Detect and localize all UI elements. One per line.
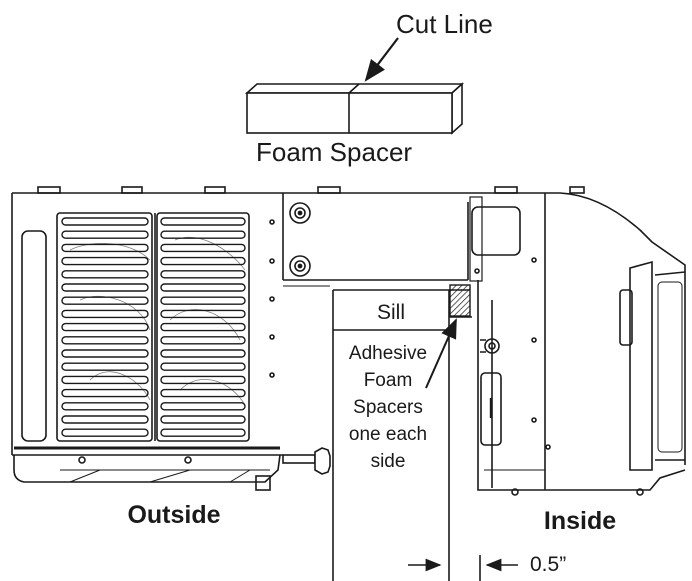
ac-outside-housing <box>11 186 284 491</box>
mount-bolt-lower <box>289 255 311 277</box>
grille-louver <box>61 349 149 358</box>
adhesive-line-4: one each <box>349 424 427 445</box>
grille-louver <box>160 388 246 398</box>
grille-louver <box>160 283 246 292</box>
ac-chassis-top <box>283 186 545 287</box>
outside-grille <box>56 212 250 442</box>
grille-louver <box>61 256 149 266</box>
inside-label: Inside <box>544 507 616 535</box>
grille-louver <box>160 336 246 345</box>
gap-dimension <box>408 555 518 581</box>
grille-louver <box>61 309 149 319</box>
cut-line-label: Cut Line <box>396 9 493 39</box>
adhesive-foam-spacer <box>449 284 471 317</box>
grille-louver <box>160 375 246 385</box>
adhesive-line-5: side <box>371 451 406 472</box>
grille-louver <box>160 349 246 358</box>
grille-louver <box>61 336 149 345</box>
grille-louver <box>160 402 246 411</box>
grille-louver <box>160 415 246 424</box>
adhesive-pointer <box>425 318 457 389</box>
grille-louver <box>61 243 149 253</box>
grille-louver <box>61 296 149 305</box>
grille-louver <box>160 243 246 253</box>
grille-louver <box>61 283 149 292</box>
grille-louver <box>160 362 246 371</box>
grille-louver <box>61 388 149 398</box>
foam-spacer-block <box>244 82 465 135</box>
grille-louver <box>160 230 246 239</box>
ac-inside-housing <box>471 186 686 496</box>
grille-louver <box>61 402 149 411</box>
cut-line-arrow <box>364 37 399 82</box>
mount-bolt-upper <box>289 202 311 224</box>
grille-louver <box>61 362 149 371</box>
grille-louver <box>160 322 246 332</box>
grille-louver <box>61 322 149 332</box>
grille-louver <box>61 428 149 437</box>
grille-louver <box>160 270 246 279</box>
grille-louver <box>160 428 246 437</box>
adhesive-line-1: Adhesive <box>349 343 427 364</box>
adhesive-line-3: Spacers <box>353 397 423 418</box>
grille-louver <box>61 230 149 239</box>
gap-label: 0.5” <box>530 553 566 576</box>
grille-louver <box>160 296 246 305</box>
support-bracket <box>282 447 331 475</box>
grille-louver <box>160 256 246 266</box>
grille-louvers <box>61 217 246 437</box>
outside-label: Outside <box>127 501 220 529</box>
grille-louver <box>61 375 149 385</box>
grille-louver <box>61 270 149 279</box>
foam-spacer-label: Foam Spacer <box>256 137 412 167</box>
sill-label: Sill <box>377 301 405 324</box>
grille-louver <box>61 217 149 226</box>
grille-louver <box>160 217 246 226</box>
internal-components <box>69 236 246 406</box>
adhesive-line-2: Foam <box>364 370 413 391</box>
grille-louver <box>61 415 149 424</box>
